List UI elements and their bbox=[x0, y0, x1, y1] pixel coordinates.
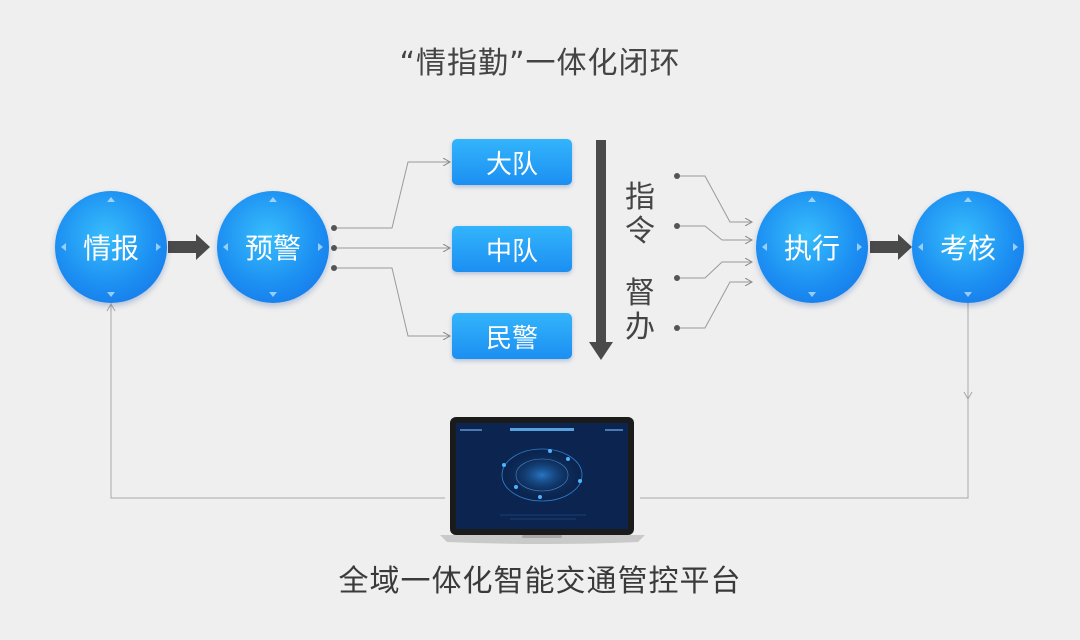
loop-line-right bbox=[640, 300, 969, 499]
unit-box-police: 民警 bbox=[452, 313, 572, 359]
unit-box-label: 民警 bbox=[485, 323, 538, 354]
command-char-3: 督 bbox=[625, 276, 655, 311]
node-assess-label: 考核 bbox=[939, 232, 996, 265]
command-down-arrow-head bbox=[589, 342, 613, 360]
platform-caption: 全域一体化智能交通管控平台 bbox=[338, 564, 742, 599]
unit-box-label: 大队 bbox=[485, 149, 538, 180]
command-char-4: 办 bbox=[625, 310, 655, 345]
laptop-illustration bbox=[440, 417, 645, 544]
unit-box-brigade: 大队 bbox=[452, 139, 572, 185]
node-assess: 考核 bbox=[912, 191, 1024, 303]
loop-line-left bbox=[110, 304, 445, 499]
node-warning-label: 预警 bbox=[244, 232, 301, 265]
command-char-1: 指 bbox=[625, 180, 655, 215]
unit-box-squadron: 中队 bbox=[452, 226, 572, 272]
thick-arrow-execute-to-assess bbox=[870, 234, 912, 260]
command-down-arrow-shaft bbox=[596, 140, 606, 345]
unit-box-label: 中队 bbox=[485, 236, 538, 267]
node-warning: 预警 bbox=[217, 191, 329, 303]
node-execute: 执行 bbox=[756, 191, 868, 303]
node-execute-label: 执行 bbox=[783, 232, 840, 265]
command-char-2: 令 bbox=[625, 214, 655, 249]
link-to-police bbox=[337, 267, 450, 336]
diagram-title: “情指勤”一体化闭环 bbox=[399, 46, 681, 81]
link-to-brigade bbox=[337, 162, 450, 229]
node-intel-label: 情报 bbox=[82, 232, 139, 265]
node-intel: 情报 bbox=[55, 191, 167, 303]
thick-arrow-intel-to-warning bbox=[168, 234, 210, 260]
